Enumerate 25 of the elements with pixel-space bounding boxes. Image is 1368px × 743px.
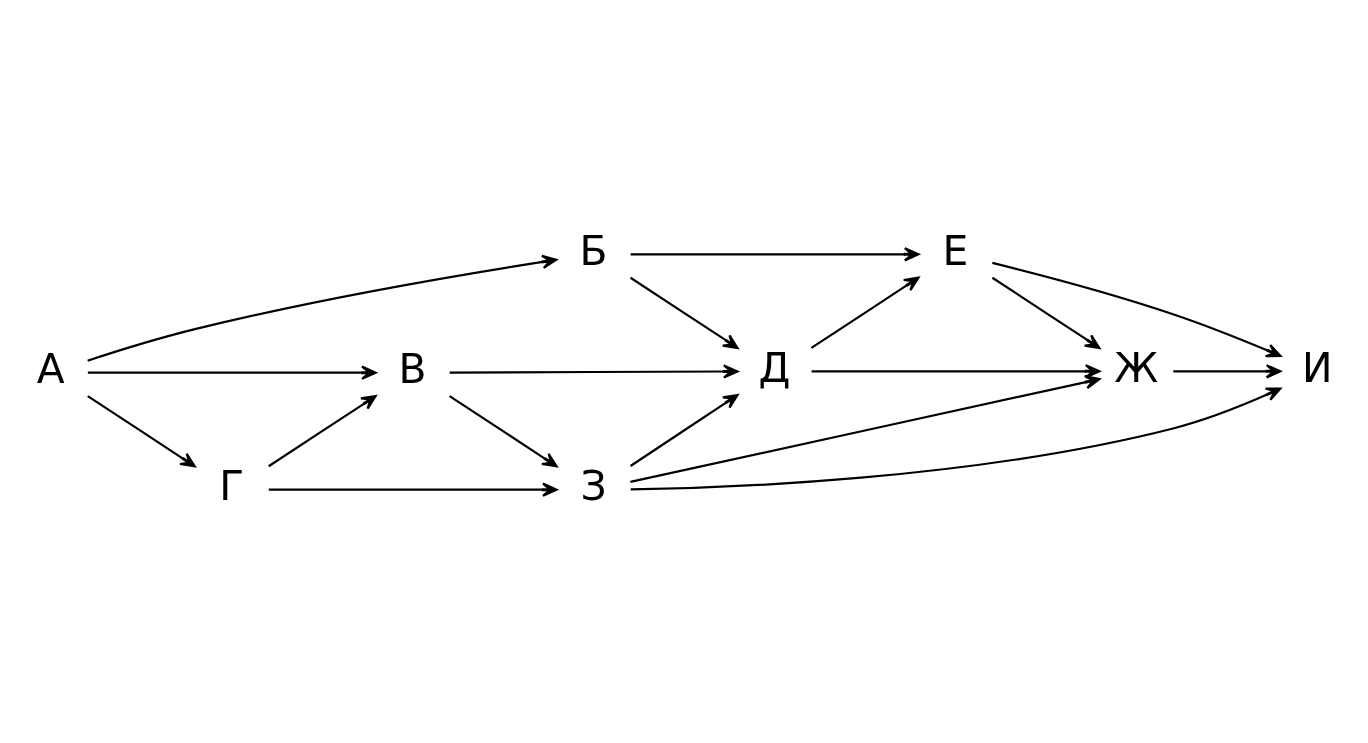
arrow xyxy=(268,394,377,467)
arrow xyxy=(630,386,1282,491)
arrow xyxy=(630,246,920,262)
node-text: Е xyxy=(942,226,969,275)
arrow xyxy=(449,394,558,467)
arrow xyxy=(810,276,920,349)
node-text: А xyxy=(36,344,65,393)
arrow xyxy=(1173,363,1282,379)
arrow xyxy=(630,374,1101,483)
node-text: З xyxy=(580,461,607,510)
arrow xyxy=(629,393,739,467)
node-text: Ж xyxy=(1114,343,1159,392)
node-text: Д xyxy=(758,343,791,392)
node-text: Г xyxy=(219,461,245,510)
node-text: Б xyxy=(579,226,608,275)
arrow xyxy=(629,276,739,349)
arrow xyxy=(87,364,377,380)
arrow xyxy=(992,261,1282,357)
arrow xyxy=(268,481,558,497)
arrow xyxy=(87,254,558,362)
arrow xyxy=(449,363,739,379)
node-text: И xyxy=(1301,343,1333,392)
node-text: В xyxy=(398,344,427,393)
arrow xyxy=(991,276,1101,349)
arrow xyxy=(87,394,196,467)
